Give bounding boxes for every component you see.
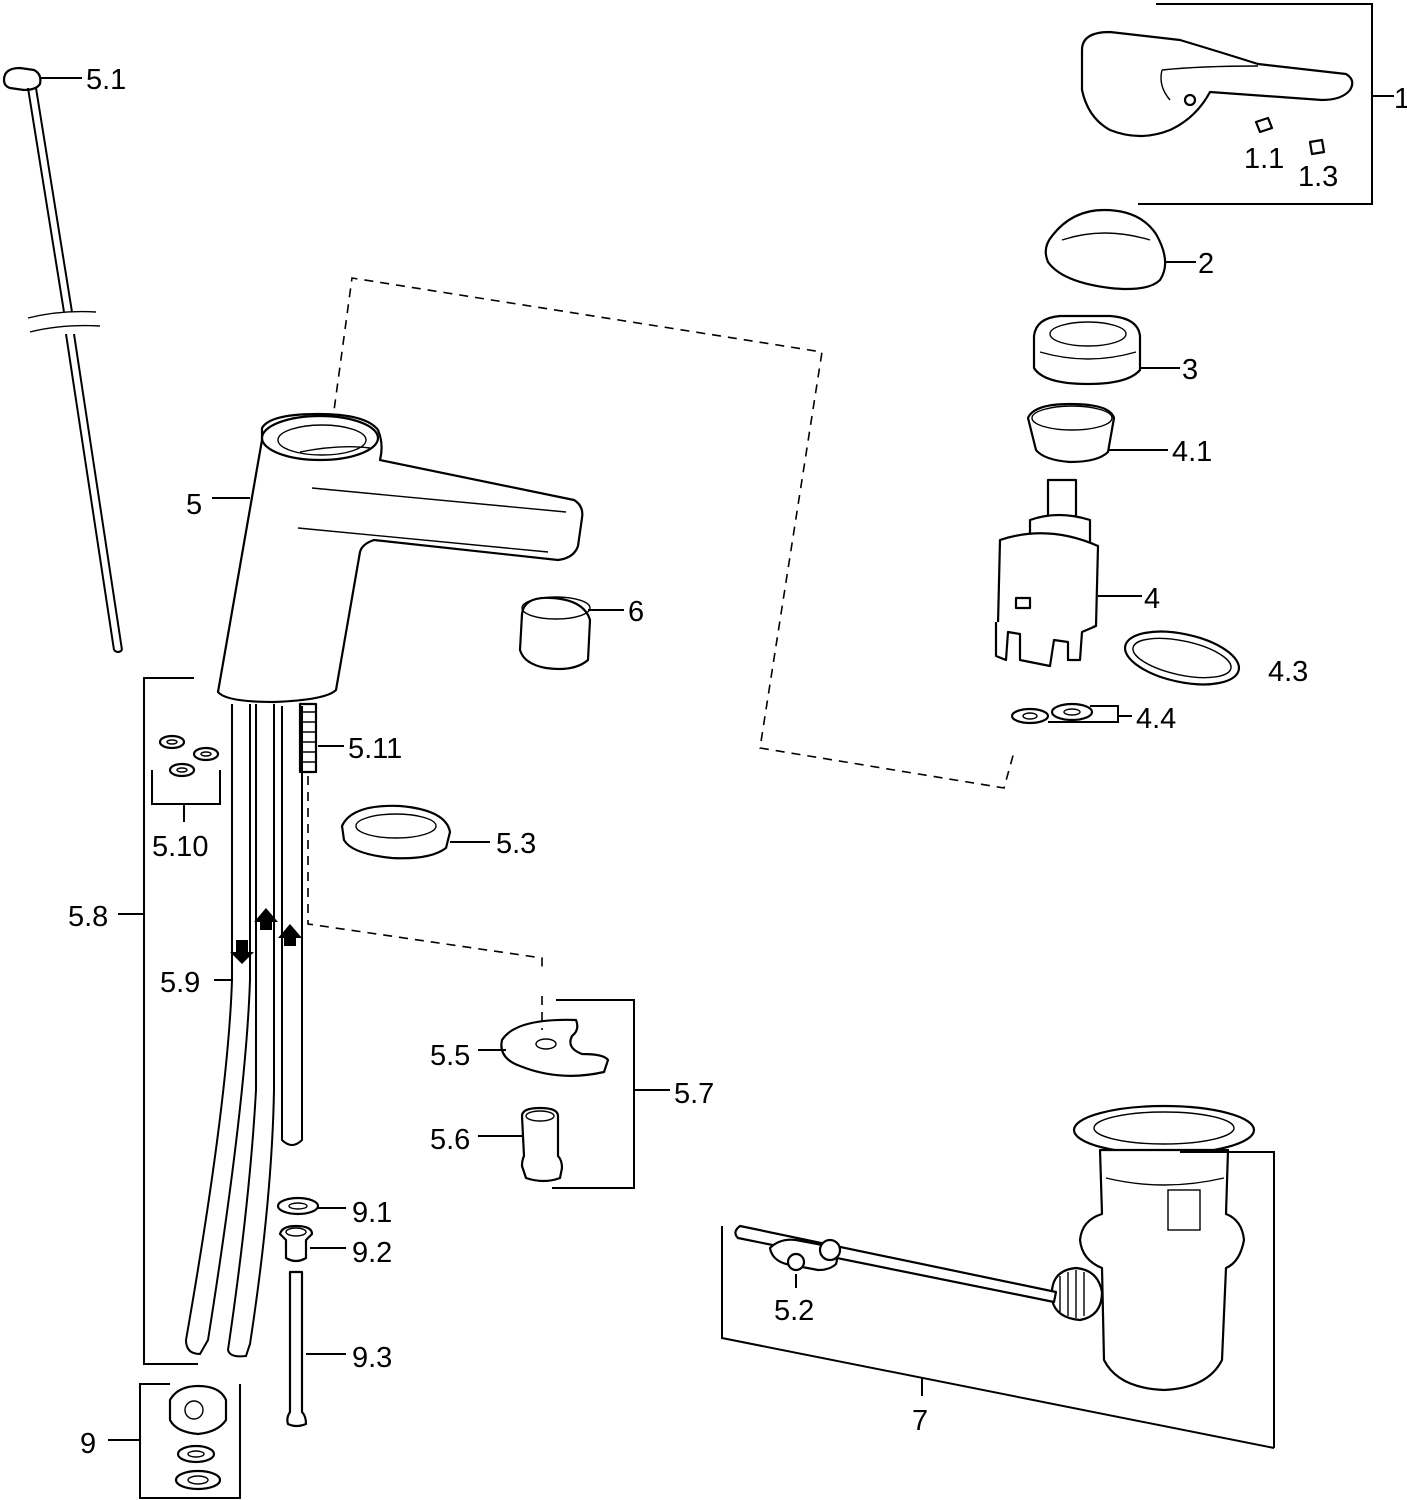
label-7: 7 (912, 1405, 928, 1437)
threaded-stud-part-5-11 (298, 702, 344, 774)
retaining-nut-part-3 (1032, 314, 1180, 386)
seals-part-4-4 (1010, 702, 1132, 725)
label-5-9: 5.9 (160, 967, 200, 999)
cartridge-part-4 (994, 478, 1142, 668)
label-5-3: 5.3 (496, 828, 536, 860)
label-4-3: 4.3 (1268, 656, 1308, 688)
pivot-rod-part-5-2 (734, 1224, 1058, 1304)
washers-part-5-10 (151, 734, 221, 822)
label-5-7: 5.7 (674, 1078, 714, 1110)
pipe-part-9-3 (286, 1270, 346, 1428)
flexible-hoses-part-5-9 (184, 704, 303, 1358)
label-1: 1 (1394, 83, 1407, 115)
stud-assembly-dashed (307, 776, 543, 970)
nut-part-5-6 (478, 1106, 564, 1183)
label-1-1: 1.1 (1244, 143, 1284, 175)
label-6: 6 (628, 596, 644, 628)
label-5-11: 5.11 (348, 733, 402, 765)
label-5-10: 5.10 (152, 831, 208, 863)
adapter-ring-part-4-1 (1026, 402, 1168, 464)
label-9-2: 9.2 (352, 1237, 392, 1269)
assembly-path-dashed (329, 277, 1015, 789)
label-5-2: 5.2 (774, 1295, 814, 1327)
label-5: 5 (186, 489, 202, 521)
label-4: 4 (1144, 583, 1160, 615)
label-9: 9 (80, 1428, 96, 1460)
label-3: 3 (1182, 354, 1198, 386)
lever-handle-part-1 (1080, 3, 1394, 205)
pop-up-rod-part-5-1 (2, 66, 123, 653)
fixing-plate-part-5-5 (478, 1018, 610, 1077)
mixer-body-part-5 (212, 412, 584, 704)
label-9-3: 9.3 (352, 1342, 392, 1374)
label-4-4: 4.4 (1136, 703, 1176, 735)
label-4-1: 4.1 (1172, 436, 1212, 468)
label-5-1: 5.1 (86, 64, 126, 96)
fixing-set-bracket-5-7 (552, 999, 635, 1189)
o-ring-part-4-3 (1123, 630, 1241, 686)
base-gasket-part-5-3 (340, 804, 490, 860)
label-5-6: 5.6 (430, 1124, 470, 1156)
connection-set-part-9 (108, 1383, 241, 1499)
pop-up-waste-part-7 (721, 1104, 1275, 1449)
label-2: 2 (1198, 248, 1214, 280)
label-1-3: 1.3 (1298, 161, 1338, 193)
cover-cap-part-2 (1044, 208, 1196, 291)
bush-part-9-2 (278, 1224, 346, 1263)
hose-set-bracket-5-8 (143, 677, 198, 1365)
aerator-part-6 (518, 596, 624, 671)
label-5-8: 5.8 (68, 901, 108, 933)
label-5-5: 5.5 (430, 1040, 470, 1072)
washer-part-9-1 (276, 1196, 346, 1216)
label-9-1: 9.1 (352, 1197, 392, 1229)
